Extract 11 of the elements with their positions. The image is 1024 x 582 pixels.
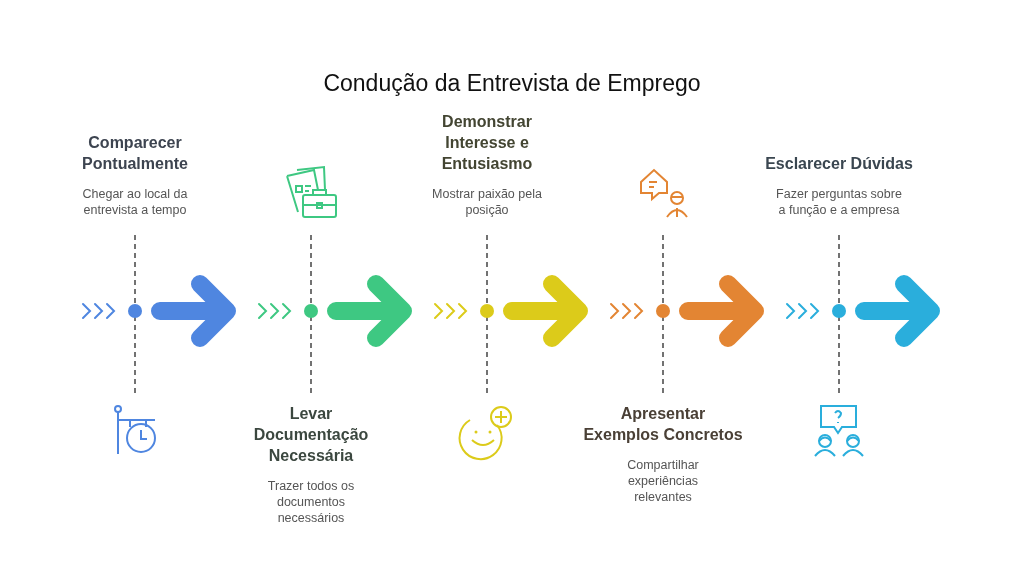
title: Condução da Entrevista de Emprego: [323, 70, 701, 97]
step-heading: Apresentar Exemplos Concretos: [583, 404, 743, 445]
step-heading: Esclarecer Dúvidas: [765, 154, 913, 174]
step-description: Mostrar paixão pela posição: [431, 186, 543, 218]
step-description: Trazer todos os documentos necessários: [266, 478, 356, 526]
step-heading: Levar Documentação Necessária: [252, 404, 370, 466]
step-description: Chegar ao local da entrevista a tempo: [81, 186, 189, 218]
step-description: Compartilhar experiências relevantes: [626, 457, 700, 505]
step-heading: Comparecer Pontualmente: [81, 133, 189, 174]
step-description: Fazer perguntas sobre a função e a empresa: [775, 186, 903, 218]
step-heading: Demonstrar Interesse e Entusiasmo: [440, 112, 534, 174]
